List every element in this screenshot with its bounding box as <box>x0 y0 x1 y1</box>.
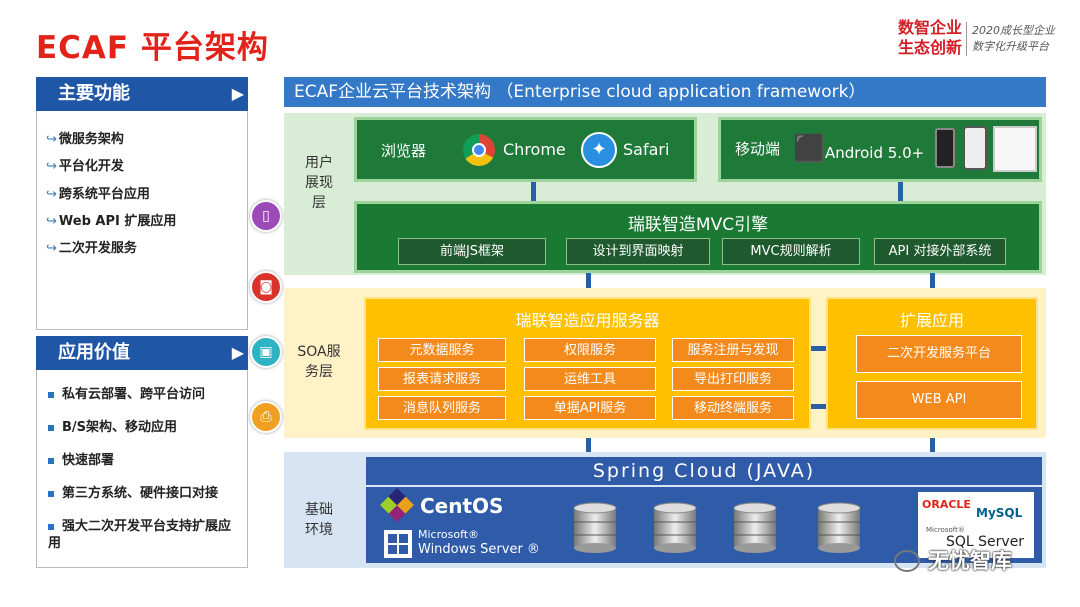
mvc-item: API 对接外部系统 <box>874 238 1006 265</box>
connector <box>811 404 827 409</box>
bullet-icon <box>48 391 54 398</box>
brand-line1: 数智企业 <box>897 18 962 37</box>
connector <box>531 182 536 202</box>
service-item: 单据API服务 <box>524 396 656 420</box>
oracle-label: ORACLE <box>922 498 971 511</box>
wechat-icon <box>894 550 920 572</box>
microsoft-label: Microsoft® <box>418 528 480 541</box>
brand-sub1: 2020成长型企业 <box>972 24 1055 37</box>
value-item: B/S架构、移动应用 <box>48 419 238 436</box>
function-item: ↪平台化开发 <box>46 159 124 174</box>
main-functions-title: 主要功能 <box>58 83 130 104</box>
printer-icon: ⎙ <box>250 401 282 433</box>
connector <box>898 182 903 202</box>
mvc-item: 前端JS框架 <box>398 238 546 265</box>
arrow-icon: ↪ <box>46 214 57 229</box>
connector <box>811 346 827 351</box>
connector <box>586 438 591 454</box>
connector <box>930 438 935 454</box>
values-panel <box>36 336 248 568</box>
chrome-icon <box>463 134 495 166</box>
service-item: 服务注册与发现 <box>672 338 794 362</box>
chevron-right-icon: ▶ <box>231 84 244 103</box>
brand-divider <box>966 22 967 56</box>
android-label: Android 5.0+ <box>825 144 925 162</box>
value-item: 快速部署 <box>48 452 238 469</box>
bullet-icon <box>48 490 54 497</box>
function-item: ↪Web API 扩展应用 <box>46 214 177 229</box>
values-title: 应用价值 <box>58 342 130 363</box>
windows-icon <box>384 530 412 558</box>
db-vendors-box: ORACLE MySQL Microsoft® SQL Server <box>918 492 1034 558</box>
extension-item: WEB API <box>856 381 1022 419</box>
brand-subtitle: 2020成长型企业 数字化升级平台 <box>972 23 1055 55</box>
arrow-icon: ↪ <box>46 187 57 202</box>
extension-title: 扩展应用 <box>899 311 964 330</box>
service-item: 导出打印服务 <box>672 367 794 391</box>
main-functions-panel <box>36 77 248 330</box>
value-item: 第三方系统、硬件接口对接 <box>48 485 238 502</box>
bullet-icon <box>48 457 54 464</box>
arrow-icon: ↪ <box>46 132 57 147</box>
watermark-text: 无忧智库 <box>928 549 1012 573</box>
android-icon: ⬛ <box>793 134 826 164</box>
mvc-item: 设计到界面映射 <box>566 238 710 265</box>
base-layer-label: 基础环境 <box>305 502 333 538</box>
database-icon <box>817 502 861 553</box>
sql-microsoft-label: Microsoft® <box>926 526 965 534</box>
safari-icon: ✦ <box>581 132 617 168</box>
chevron-right-icon: ▶ <box>231 343 244 362</box>
mobile-box: 移动端 ⬛ Android 5.0+ <box>718 117 1042 182</box>
ui-layer-label: 用户展现层 <box>305 155 333 211</box>
app-server-title: 瑞联智造应用服务器 <box>515 311 660 330</box>
connector <box>930 273 935 289</box>
function-item: ↪二次开发服务 <box>46 241 137 256</box>
service-item: 运维工具 <box>524 367 656 391</box>
service-item: 元数据服务 <box>378 338 506 362</box>
mvc-item: MVC规则解析 <box>722 238 860 265</box>
browser-box: 浏览器 Chrome ✦ Safari <box>354 117 697 182</box>
chrome-label: Chrome <box>503 140 566 159</box>
extension-item: 二次开发服务平台 <box>856 335 1022 373</box>
function-item: ↪跨系统平台应用 <box>46 187 150 202</box>
usb-icon: ▯ <box>250 200 282 232</box>
service-item: 权限服务 <box>524 338 656 362</box>
connector <box>586 273 591 289</box>
device-icon: ▣ <box>250 336 282 368</box>
function-item: ↪微服务架构 <box>46 132 124 147</box>
tablet-icon <box>993 126 1037 172</box>
values-heading: 应用价值 ▶ <box>36 336 248 370</box>
brand-logo: 数智企业 生态创新 <box>852 18 962 58</box>
architecture-header: ECAF企业云平台技术架构 （Enterprise cloud applicat… <box>284 77 1046 107</box>
database-icon <box>733 502 777 553</box>
soa-layer-label: SOA服务层 <box>297 344 341 380</box>
value-item: 私有云部署、跨平台访问 <box>48 386 238 403</box>
main-functions-heading: 主要功能 ▶ <box>36 77 248 111</box>
bullet-icon <box>48 424 54 431</box>
mvc-engine-title: 瑞联智造MVC引擎 <box>627 215 769 235</box>
brand-line2: 生态创新 <box>897 38 962 57</box>
mobile-label: 移动端 <box>735 140 781 158</box>
phone-icon <box>963 126 987 170</box>
windows-server-label: Windows Server ® <box>418 542 540 557</box>
mysql-label: MySQL <box>976 506 1023 520</box>
bullet-icon <box>48 523 54 530</box>
router-icon: ◙ <box>250 271 282 303</box>
brand-sub2: 数字化升级平台 <box>972 40 1049 53</box>
database-icon <box>653 502 697 553</box>
safari-label: Safari <box>623 140 670 159</box>
page-title: ECAF 平台架构 <box>36 30 269 66</box>
arrow-icon: ↪ <box>46 159 57 174</box>
spring-cloud-bar: Spring Cloud (JAVA) <box>366 457 1042 485</box>
centos-label: CentOS <box>420 494 504 518</box>
value-item: 强大二次开发平台支持扩展应用 <box>48 519 232 551</box>
arrow-icon: ↪ <box>46 241 57 256</box>
phone-icon <box>935 128 955 168</box>
database-icon <box>573 502 617 553</box>
service-item: 消息队列服务 <box>378 396 506 420</box>
service-item: 移动终端服务 <box>672 396 794 420</box>
browser-label: 浏览器 <box>381 142 427 160</box>
sql-server-label: SQL Server <box>946 534 1025 550</box>
service-item: 报表请求服务 <box>378 367 506 391</box>
